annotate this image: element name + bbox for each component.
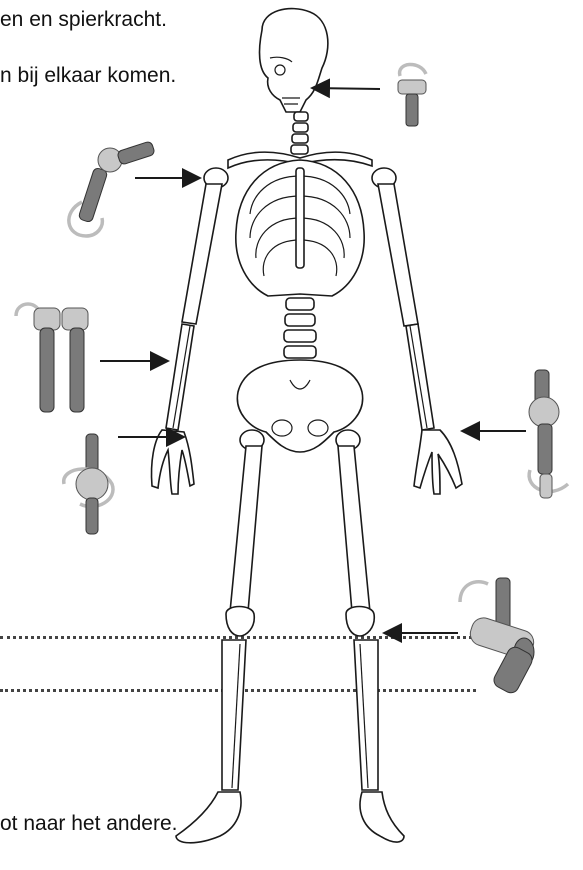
arrow-neck	[312, 88, 380, 89]
skull	[260, 9, 328, 112]
skeleton	[151, 9, 462, 843]
left-arm	[151, 168, 228, 494]
lumbar-spine	[284, 298, 316, 358]
pivot-joint-icon	[398, 64, 426, 126]
hinge-joint-icon	[69, 141, 155, 236]
right-arm	[372, 168, 462, 494]
saddle-joint-icon	[64, 434, 113, 534]
left-leg	[176, 430, 264, 843]
ball-joint-icon	[529, 370, 568, 498]
hinge-joint-icon	[460, 578, 537, 696]
cervical-spine	[291, 112, 308, 154]
ball-joint-icon	[16, 304, 88, 412]
right-leg	[336, 430, 404, 842]
ribcage	[236, 160, 364, 296]
